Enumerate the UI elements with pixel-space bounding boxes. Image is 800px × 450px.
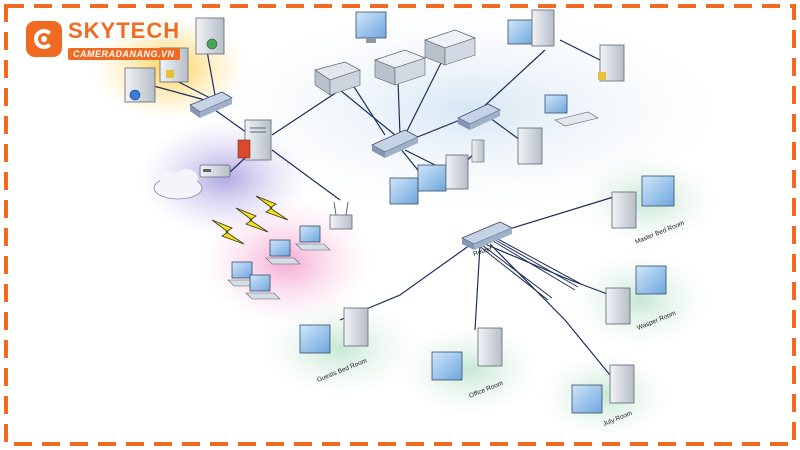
hub-top-left-icon [189,91,233,118]
logo-badge-icon [26,21,62,57]
firewall-server-icon [237,119,272,161]
laptop-icon [265,239,301,265]
central-switch-icon [371,129,419,158]
guest-bed-room-pc [299,307,369,354]
room-zone-guest [262,300,418,396]
storage-unit-icon [373,49,427,86]
internet-cloud-icon [153,169,203,200]
laptop-icon [544,94,599,127]
tower-pc-icon [445,154,469,190]
desktop-monitor-icon [417,164,447,192]
storage-unit-icon [423,29,477,66]
room-zone-office [400,325,540,415]
home-router-icon [461,221,513,250]
tower-pc-icon [531,9,555,47]
desktop-monitor-icon [389,177,419,205]
laptop-icon [245,274,281,300]
skytech-logo: SKYTECH CAMERADANANG.VN [24,18,184,66]
july-room-pc [571,364,635,414]
desktop-monitor-icon [507,19,535,45]
dashed-frame [4,4,796,446]
room-zone-wasper [570,252,710,348]
wireless-signal-icons [211,195,289,245]
logo-title: SKYTECH [68,18,181,43]
wasper-room-pc [605,265,667,325]
office-room-pc [431,327,503,381]
secondary-switch-icon [457,103,501,130]
router-trunk-lines [477,237,582,301]
core-zone [220,10,720,210]
laptop-icon [295,225,331,251]
web-server-icon [124,67,156,103]
mail-server-icon [195,17,225,55]
wireless-access-point-icon [329,201,353,230]
tower-pc-icon [598,44,625,82]
tower-pc-icon [517,127,543,165]
master-bed-room-pc [611,175,675,229]
modem-icon [199,164,231,178]
phone-icon [471,139,485,163]
printer-icon [314,61,362,96]
logo-subtitle: CAMERADANANG.VN [68,48,180,60]
desktop-monitor-icon [355,11,387,43]
room-zone-july [540,354,670,438]
